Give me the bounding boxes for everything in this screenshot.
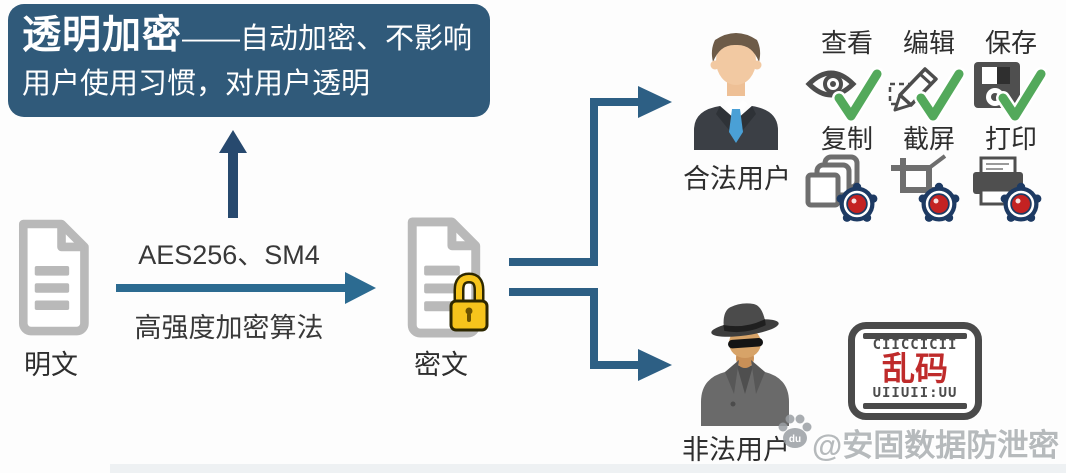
title-line2: 用户使用习惯，对用户透明 [22,68,371,100]
bottom-strip [110,464,1066,473]
permission-save-label: 保存 [984,28,1037,58]
title-panel: 透明加密——自动加密、不影响 用户使用习惯，对用户透明 [8,4,490,117]
permission-copy-label: 复制 [820,124,873,154]
permission-view-label: 查看 [820,28,873,58]
printer-icon [973,156,1042,222]
pencil-icon [888,67,965,123]
branch-legitimate-arrow [509,86,672,266]
screenshot-icon [891,154,960,222]
algorithm-note-label: 高强度加密算法 [134,313,324,343]
title-line1: 透明加密——自动加密、不影响 [22,12,476,63]
watermark-text: @安固数据防泄密 [812,428,1060,463]
illegitimate-user-label: 非法用户 [682,435,790,465]
plaintext-label: 明文 [24,350,78,380]
branch-illegitimate-arrow [509,288,672,381]
permission-edit: 编辑 [887,28,971,128]
permission-save: 保存 [969,28,1053,128]
eye-icon [805,67,883,123]
permission-screenshot: 截屏 [887,124,971,230]
lock-icon [448,272,490,334]
garbled-noise-top: CIICCICII [872,339,958,351]
permission-copy: 复制 [805,124,889,230]
plaintext-document-icon [8,217,94,339]
legitimate-user-avatar [680,24,792,150]
algorithms-label: AES256、SM4 [138,240,320,270]
title-heading: 透明加密 [22,14,183,57]
monitor-badge-icon [1000,182,1042,222]
svg-text:du: du [789,434,801,445]
baidu-paw-icon: du [776,412,814,452]
floppy-icon [974,62,1047,123]
legitimate-user-label: 合法用户 [683,164,791,194]
check-icon [996,67,1047,123]
permission-view: 查看 [805,28,889,128]
garbled-bar-bottom [863,403,967,409]
monitor-badge-icon [836,182,878,222]
copy-icon [805,154,878,222]
permission-print: 打印 [969,124,1053,230]
monitor-badge-icon [918,182,960,222]
illegitimate-user-avatar [693,298,797,428]
garbled-bar-top [863,333,967,339]
title-line1-rest: ——自动加密、不影响 [182,23,473,55]
permission-print-label: 打印 [984,124,1037,154]
check-icon [914,67,965,123]
garbled-output-box: CIICCICII 乱码 UIIUII:UU [848,322,982,420]
ciphertext-label: 密文 [414,350,468,380]
up-arrow [219,130,247,218]
encrypt-arrow [116,272,376,304]
garbled-text: 乱码 [882,350,948,387]
permission-edit-label: 编辑 [902,28,955,58]
permission-screenshot-label: 截屏 [902,124,955,154]
garbled-noise-bottom: UIIUII:UU [872,387,958,399]
check-icon [832,67,883,123]
